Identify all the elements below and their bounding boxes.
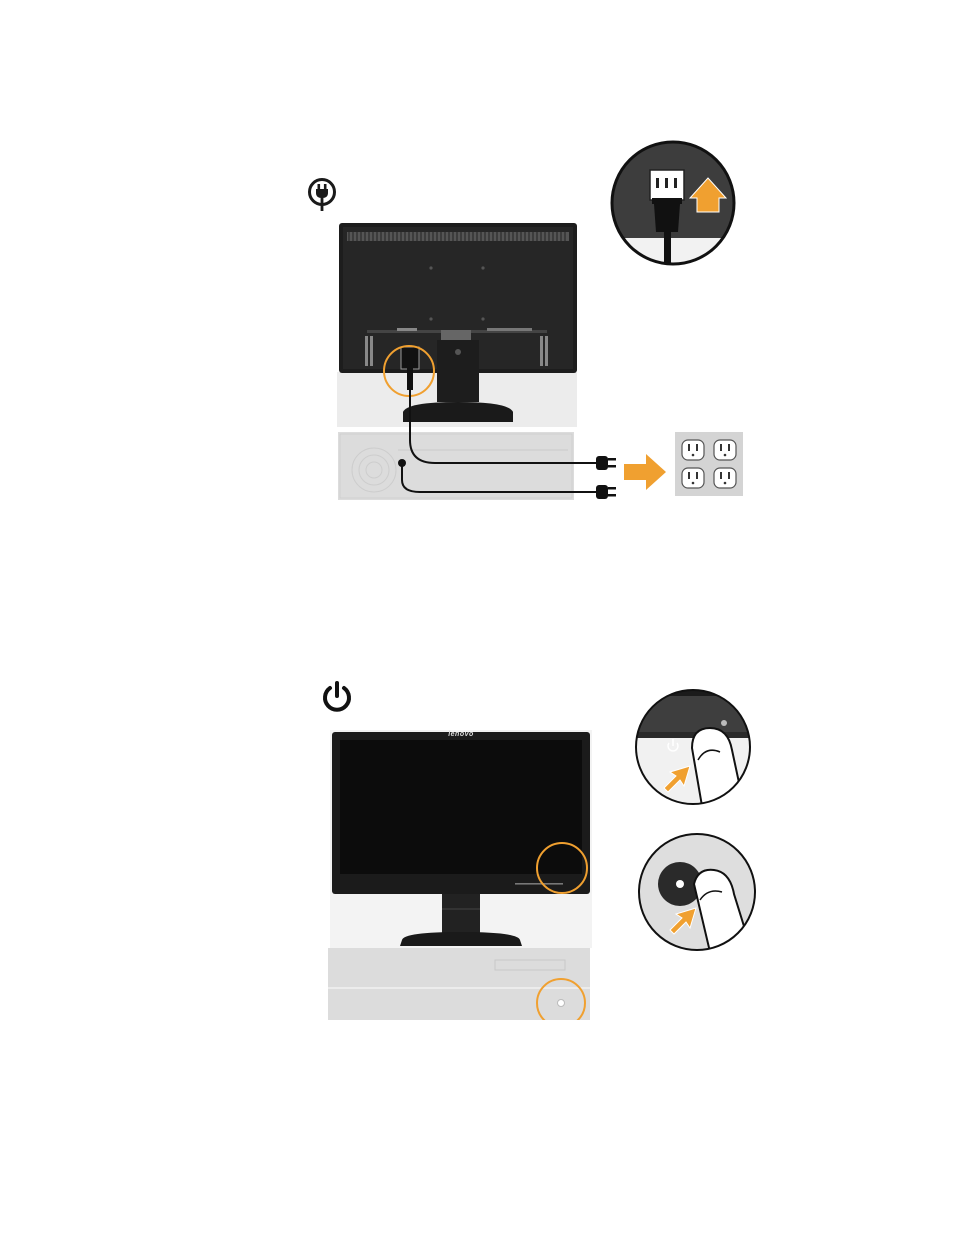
computer-tower-illustration xyxy=(328,948,590,1020)
wall-outlet-illustration xyxy=(675,432,743,496)
pc-button-detail-circle xyxy=(636,832,758,952)
power-plug-icon xyxy=(306,176,338,212)
arrow-right-icon xyxy=(624,454,666,490)
step-power-on: lenovo xyxy=(0,660,954,1060)
connector-detail-circle xyxy=(610,140,736,266)
power-cables xyxy=(390,385,630,515)
brand-logo: lenovo xyxy=(330,731,592,738)
monitor-front-illustration: lenovo xyxy=(330,730,592,950)
step-connect-power xyxy=(0,0,954,560)
power-symbol-icon xyxy=(320,680,354,714)
monitor-button-detail-circle xyxy=(632,688,754,806)
